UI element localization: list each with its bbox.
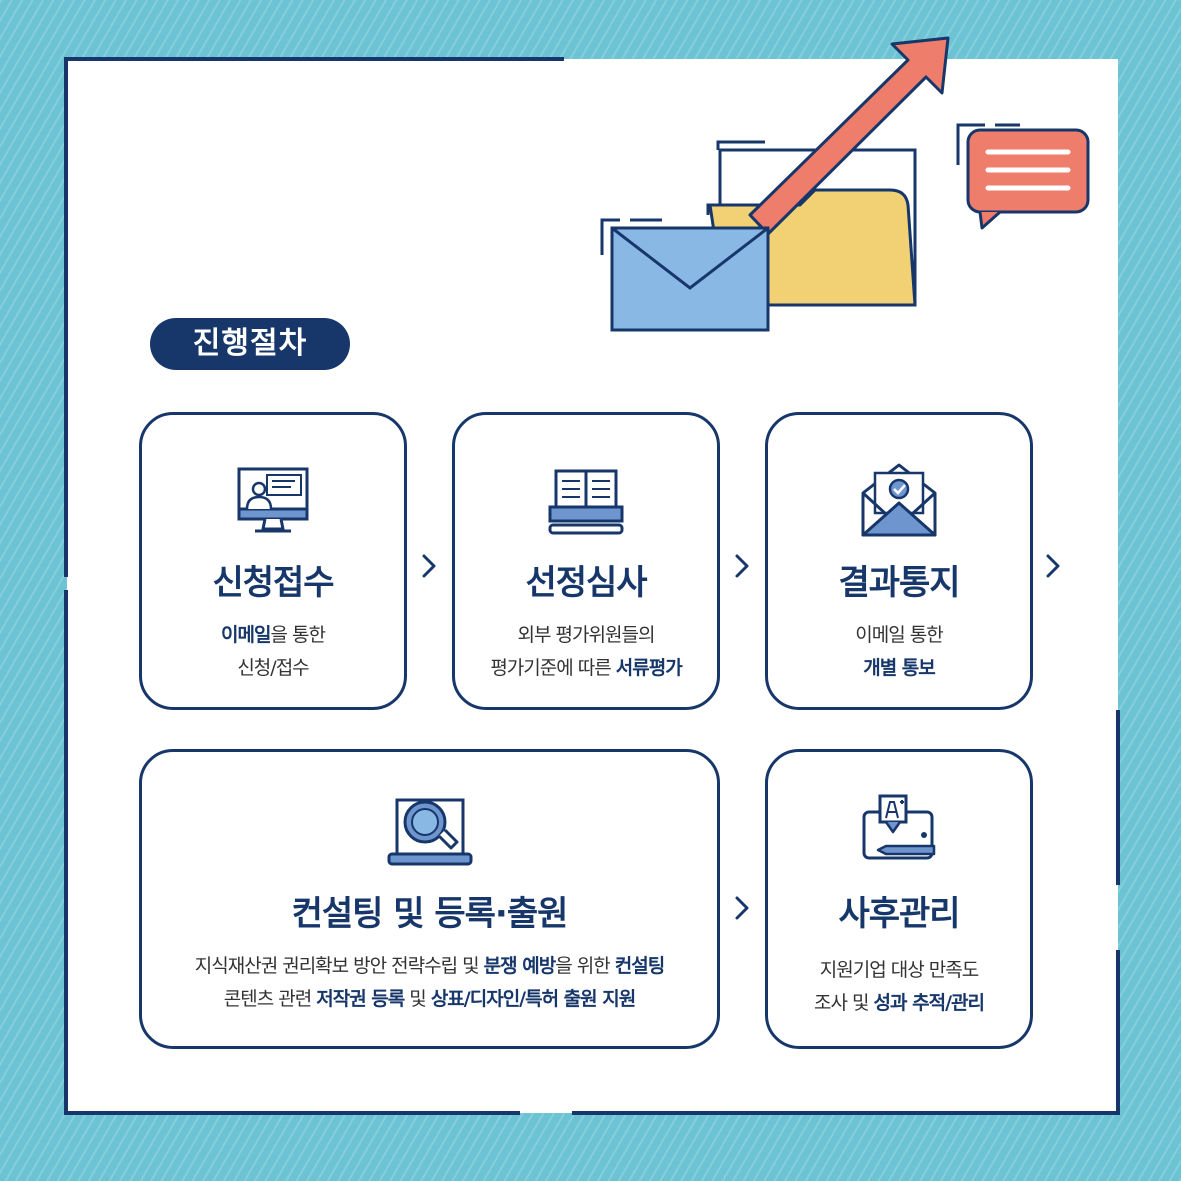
step-description: 이메일 통한 개별 통보 bbox=[768, 619, 1030, 685]
desc-text: 신청/접수 bbox=[237, 657, 309, 679]
chevron-right-icon bbox=[1046, 554, 1060, 578]
desc-text: 및 bbox=[404, 988, 431, 1010]
desc-highlight: 서류평가 bbox=[615, 657, 683, 679]
growth-arrow-icon bbox=[748, 36, 950, 236]
tablet-pen-icon bbox=[862, 794, 936, 860]
step-title: 결과통지 bbox=[838, 563, 960, 603]
monitor-presenter-icon bbox=[237, 467, 309, 533]
chevron-right-icon bbox=[735, 554, 749, 578]
desc-text: 외부 평가위원들의 bbox=[517, 624, 656, 646]
chat-bubble-icon bbox=[956, 123, 1090, 230]
step-card-notification: 결과통지 이메일 통한 개별 통보 bbox=[765, 412, 1033, 710]
step-title: 선정심사 bbox=[525, 563, 647, 603]
frame-line-bottom-left bbox=[64, 1111, 520, 1115]
frame-line-top-left bbox=[64, 57, 564, 61]
desc-highlight: 성과 추적/관리 bbox=[873, 992, 985, 1014]
desc-highlight: 분쟁 예방 bbox=[483, 955, 557, 977]
mail-check-icon bbox=[861, 463, 937, 537]
step-title: 신청접수 bbox=[212, 563, 334, 603]
step-description: 이메일을 통한 신청/접수 bbox=[142, 619, 404, 685]
desc-highlight: 저작권 등록 bbox=[316, 988, 405, 1010]
step-description: 외부 평가위원들의 평가기준에 따른 서류평가 bbox=[455, 619, 717, 685]
header-illustration bbox=[600, 36, 1090, 332]
step-card-review: 선정심사 외부 평가위원들의 평가기준에 따른 서류평가 bbox=[452, 412, 720, 710]
desc-text: 조사 및 bbox=[814, 992, 874, 1014]
step-title: 컨설팅 및 등록·출원 bbox=[291, 894, 569, 934]
desc-text: 콘텐츠 관련 bbox=[223, 988, 317, 1010]
step-title: 사후관리 bbox=[838, 894, 960, 934]
laptop-magnifier-icon bbox=[387, 798, 472, 866]
envelope-icon bbox=[600, 218, 770, 332]
frame-line-bottom-right bbox=[572, 1111, 1120, 1115]
desc-text: 평가기준에 따른 bbox=[490, 657, 616, 679]
desc-text: 지식재산권 권리확보 방안 전략수립 및 bbox=[194, 955, 484, 977]
frame-line-right-upper bbox=[1116, 710, 1120, 885]
section-badge: 진행절차 bbox=[150, 318, 350, 370]
step-description: 지원기업 대상 만족도 조사 및 성과 추적/관리 bbox=[768, 954, 1030, 1020]
chevron-right-icon bbox=[735, 896, 749, 920]
desc-highlight: 이메일 bbox=[221, 624, 271, 646]
desc-text: 을 통한 bbox=[270, 624, 325, 646]
frame-line-left-bottom bbox=[64, 590, 68, 1115]
desc-highlight: 개별 통보 bbox=[863, 657, 936, 679]
step-card-application: 신청접수 이메일을 통한 신청/접수 bbox=[139, 412, 407, 710]
desc-text: 이메일 통한 bbox=[855, 624, 943, 646]
frame-line-right-lower bbox=[1116, 950, 1120, 1115]
desc-highlight: 컨설팅 bbox=[614, 955, 665, 977]
step-card-aftercare: 사후관리 지원기업 대상 만족도 조사 및 성과 추적/관리 bbox=[765, 749, 1033, 1049]
desc-text: 을 위한 bbox=[555, 955, 615, 977]
step-card-consulting: 컨설팅 및 등록·출원 지식재산권 권리확보 방안 전략수립 및 분쟁 예방을 … bbox=[139, 749, 720, 1049]
desc-highlight: 상표/디자인/특허 출원 지원 bbox=[430, 988, 636, 1010]
frame-line-left-top bbox=[64, 57, 68, 577]
open-book-icon bbox=[548, 469, 624, 535]
desc-text: 지원기업 대상 만족도 bbox=[819, 959, 979, 981]
step-description: 지식재산권 권리확보 방안 전략수립 및 분쟁 예방을 위한 컨설팅 콘텐츠 관… bbox=[142, 950, 717, 1016]
chevron-right-icon bbox=[422, 554, 436, 578]
